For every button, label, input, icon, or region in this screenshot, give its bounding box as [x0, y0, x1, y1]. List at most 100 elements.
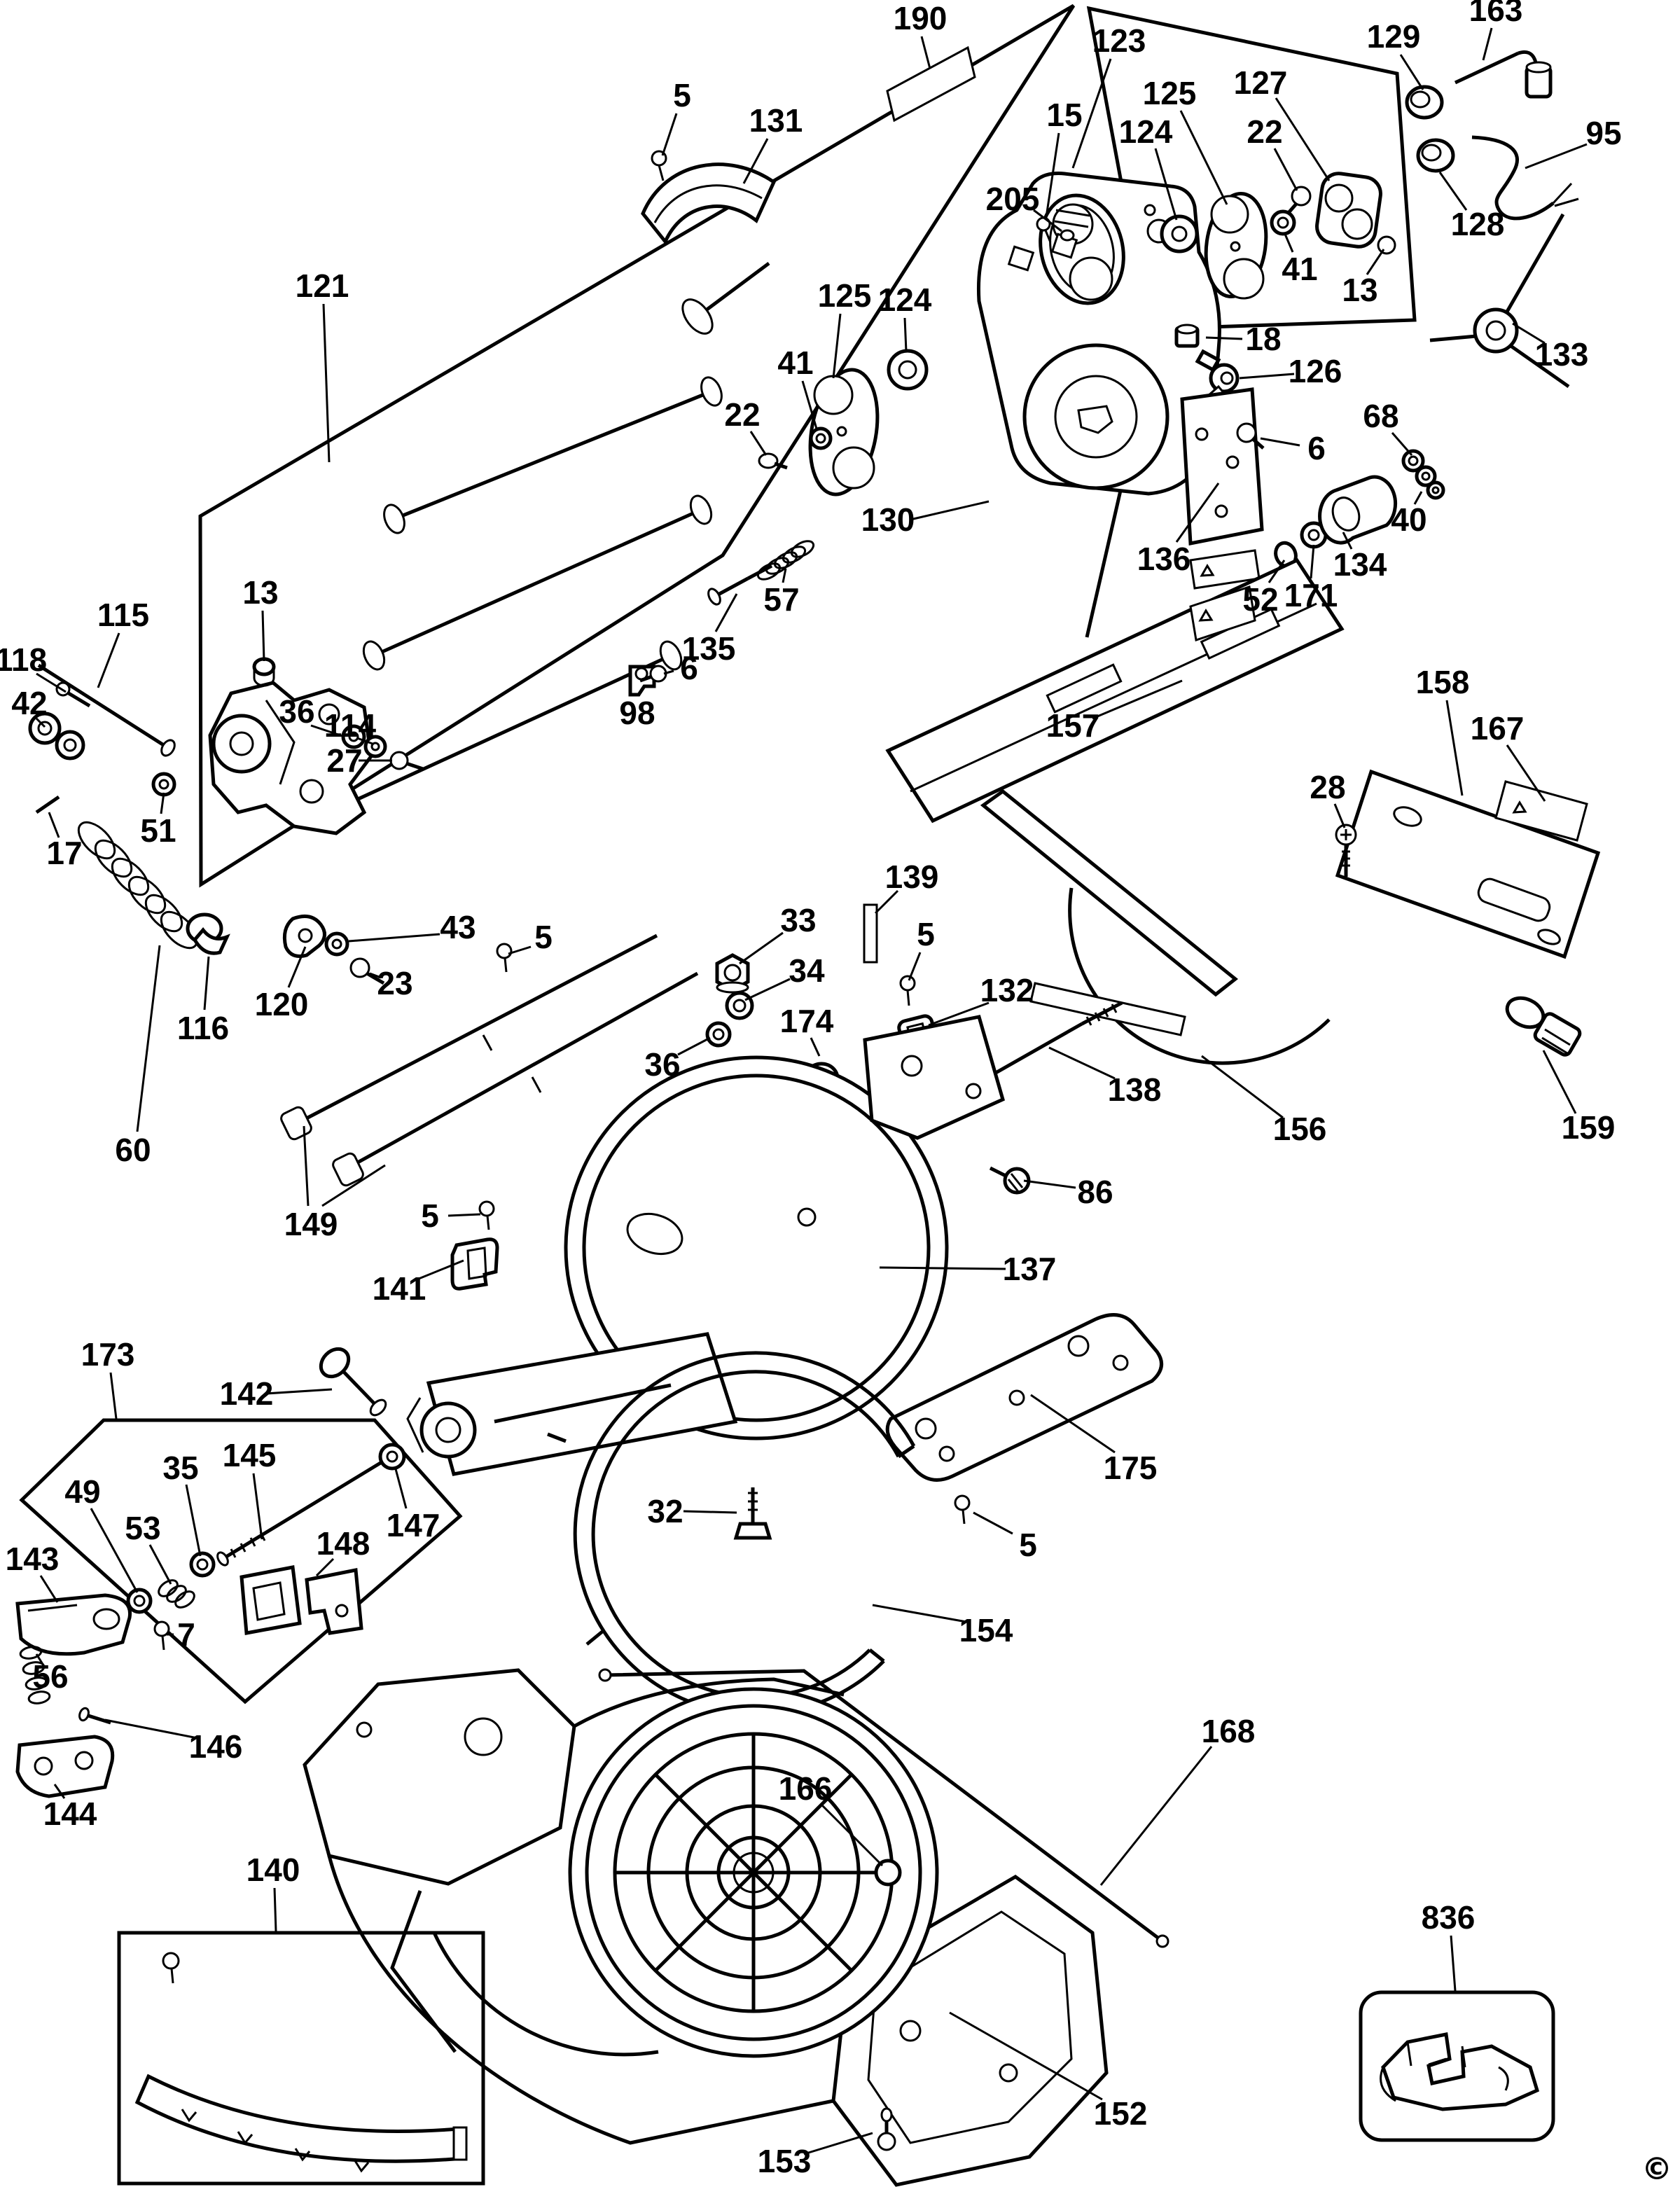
part-callout-98: 98 [619, 695, 655, 731]
part-callout-149: 149 [284, 1206, 338, 1242]
part-callout-139: 139 [885, 859, 939, 895]
leader-line-23 [369, 972, 382, 979]
leader-line-41 [1283, 232, 1294, 253]
washer-114 [363, 735, 387, 758]
screw-5-top [651, 150, 667, 181]
guide-rail-tube-3 [328, 640, 683, 814]
washer-43 [324, 931, 349, 957]
part-callout-141: 141 [373, 1270, 426, 1307]
part-callout-42: 42 [11, 685, 47, 721]
part-callout-115: 115 [97, 597, 149, 633]
leader-line-36 [677, 1036, 711, 1056]
ring-13b [1377, 235, 1396, 255]
part-callout-28: 28 [1310, 769, 1345, 805]
guide-rail-tube-1 [383, 376, 723, 534]
washer-35 [189, 1551, 216, 1578]
leader-line-144 [53, 1784, 66, 1799]
leader-line-6 [663, 669, 674, 675]
roller-134 [1318, 475, 1398, 545]
part-callout-22: 22 [1247, 113, 1282, 150]
part-callout-5: 5 [534, 919, 553, 955]
rail-149b [332, 971, 699, 1187]
part-callout-15: 15 [1046, 97, 1082, 133]
leader-line-133 [1512, 322, 1546, 345]
washer-51 [151, 772, 176, 797]
screw-5b [496, 943, 513, 973]
part-callout-120: 120 [255, 986, 309, 1022]
work-clamp-836 [1380, 2032, 1540, 2111]
part-callout-6: 6 [1307, 430, 1326, 466]
lever-143 [15, 1593, 132, 1656]
part-callout-7: 7 [177, 1616, 195, 1653]
rod-115 [37, 663, 176, 757]
part-callout-152: 152 [1094, 2095, 1148, 2132]
leader-line-145 [252, 1473, 263, 1540]
part-callout-836: 836 [1422, 1899, 1476, 1936]
part-callout-137: 137 [1003, 1251, 1057, 1287]
leader-line-157 [1092, 679, 1183, 720]
cover-plate-175 [885, 1313, 1164, 1482]
part-callout-136: 136 [1137, 541, 1191, 577]
leader-line-149 [303, 1125, 310, 1207]
part-callout-126: 126 [1289, 353, 1342, 389]
part-callout-157: 157 [1046, 707, 1100, 744]
leader-line-147 [394, 1466, 408, 1509]
part-callout-33: 33 [780, 902, 816, 938]
part-callout-121: 121 [296, 268, 349, 304]
grommet-128 [1416, 138, 1455, 173]
fence-plate-158 [1335, 769, 1601, 959]
leader-line-5 [661, 113, 678, 156]
part-callout-118: 118 [0, 641, 47, 678]
box-clamp-836 [1359, 1990, 1555, 2142]
bevel-lock-bracket [208, 681, 373, 835]
part-callout-135: 135 [682, 630, 736, 667]
part-callout-116: 116 [177, 1010, 229, 1046]
cover-127 [1315, 172, 1382, 249]
part-callout-171: 171 [1284, 577, 1338, 613]
leader-line-36 [310, 724, 345, 738]
leader-line-5 [908, 952, 922, 981]
sticker-167 [1494, 780, 1588, 842]
leader-line-15 [1045, 132, 1060, 218]
box-guard-140 [117, 1931, 485, 2186]
part-callout-35: 35 [162, 1450, 198, 1486]
nut-18 [1174, 324, 1200, 348]
part-callout-163: 163 [1469, 0, 1523, 28]
leader-line-51 [160, 792, 165, 814]
leader-line-137 [879, 1266, 1006, 1270]
leader-line-124 [1154, 148, 1178, 221]
bolt-32 [733, 1487, 772, 1540]
leader-line-166 [819, 1803, 884, 1867]
part-callout-49: 49 [64, 1473, 100, 1510]
leader-line-125 [1179, 110, 1228, 205]
part-callout-27: 27 [326, 742, 362, 779]
leader-line-163 [1482, 27, 1493, 61]
screw-27 [389, 751, 424, 771]
part-callout-36: 36 [644, 1046, 680, 1083]
part-callout-140: 140 [247, 1852, 300, 1888]
leader-line-33 [739, 931, 784, 965]
part-callout-13: 13 [242, 574, 278, 611]
part-callout-32: 32 [647, 1493, 683, 1529]
leader-line-40 [1413, 491, 1423, 505]
leader-line-18 [1205, 336, 1243, 340]
leader-line-49 [90, 1508, 139, 1593]
cable-95 [1471, 135, 1579, 221]
leader-line-136 [1175, 482, 1220, 543]
part-callout-34: 34 [789, 952, 825, 989]
leader-line-134 [1342, 532, 1353, 550]
leader-line-128 [1438, 172, 1468, 211]
gasket-125b [1204, 191, 1268, 300]
leader-line-131 [742, 138, 769, 184]
screw-7 [153, 1620, 170, 1651]
spring-53 [158, 1579, 195, 1609]
leader-line-60 [136, 945, 161, 1132]
leader-line-52 [1268, 560, 1286, 583]
leader-line-98 [637, 690, 643, 697]
part-callout-127: 127 [1234, 64, 1288, 101]
washer-147 [378, 1443, 406, 1471]
part-callout-5: 5 [673, 77, 691, 113]
part-callout-57: 57 [763, 581, 799, 618]
leader-line-123 [1071, 58, 1112, 169]
leader-line-124 [903, 317, 908, 352]
